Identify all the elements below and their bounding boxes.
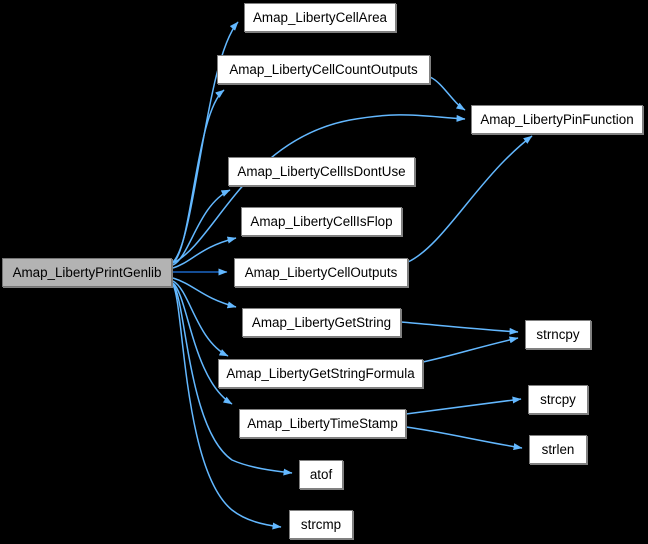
graph-node-label: Amap_LibertyCellArea bbox=[253, 9, 387, 25]
graph-edge-timestamp-to-strcpy bbox=[405, 396, 522, 415]
graph-edge-cellcountoutputs-to-pinfunction bbox=[429, 76, 466, 111]
graph-node-strcmp[interactable]: strcmp bbox=[289, 510, 353, 539]
graph-edge-root-to-strcmp bbox=[172, 284, 282, 530]
graph-node-cellcountoutputs[interactable]: Amap_LibertyCellCountOutputs bbox=[217, 55, 430, 84]
graph-node-label: Amap_LibertyCellIsFlop bbox=[250, 213, 393, 229]
graph-edge-root-to-getstringformula bbox=[172, 280, 229, 357]
graph-edge-getstring-to-strncpy bbox=[400, 321, 519, 335]
graph-edge-getstringformula-to-strncpy bbox=[422, 336, 519, 363]
graph-edge-celloutputs-to-pinfunction bbox=[407, 135, 533, 263]
graph-node-label: strncpy bbox=[536, 326, 580, 342]
graph-node-strcpy[interactable]: strcpy bbox=[528, 385, 588, 414]
graph-node-label: Amap_LibertyCellCountOutputs bbox=[229, 61, 418, 77]
graph-edge-timestamp-to-strlen bbox=[405, 426, 523, 451]
graph-node-getstringformula[interactable]: Amap_LibertyGetStringFormula bbox=[218, 359, 423, 388]
graph-edge-root-to-cellisflop bbox=[172, 236, 237, 269]
graph-node-strlen[interactable]: strlen bbox=[529, 435, 587, 464]
graph-node-label: atof bbox=[309, 466, 333, 482]
graph-node-strncpy[interactable]: strncpy bbox=[525, 320, 591, 349]
graph-node-cellisdontuse[interactable]: Amap_LibertyCellIsDontUse bbox=[228, 157, 415, 186]
graph-edge-root-to-atof bbox=[172, 283, 293, 476]
graph-node-cellarea[interactable]: Amap_LibertyCellArea bbox=[244, 3, 396, 32]
graph-node-label: Amap_LibertyPrintGenlib bbox=[12, 264, 162, 280]
graph-node-timestamp[interactable]: Amap_LibertyTimeStamp bbox=[239, 409, 406, 438]
graph-node-cellisflop[interactable]: Amap_LibertyCellIsFlop bbox=[241, 207, 402, 236]
graph-edge-root-to-cellcountoutputs bbox=[172, 89, 225, 264]
graph-edge-root-to-timestamp bbox=[172, 282, 233, 405]
graph-node-label: strcmp bbox=[300, 516, 342, 532]
graph-node-getstring[interactable]: Amap_LibertyGetString bbox=[242, 308, 401, 337]
graph-node-label: Amap_LibertyPinFunction bbox=[480, 111, 634, 127]
graph-node-pinfunction[interactable]: Amap_LibertyPinFunction bbox=[471, 105, 643, 134]
graph-edge-root-to-getstring bbox=[172, 277, 237, 309]
graph-node-label: Amap_LibertyCellOutputs bbox=[244, 264, 398, 280]
graph-node-label: Amap_LibertyGetString bbox=[251, 314, 392, 330]
graph-node-label: Amap_LibertyCellIsDontUse bbox=[237, 163, 406, 179]
graph-node-label: Amap_LibertyGetStringFormula bbox=[226, 365, 415, 381]
graph-node-label: Amap_LibertyTimeStamp bbox=[247, 415, 398, 431]
graph-node-atof[interactable]: atof bbox=[299, 460, 343, 489]
graph-node-label: strlen bbox=[541, 441, 575, 457]
graph-edge-root-to-cellisdontuse bbox=[172, 189, 231, 266]
graph-node-label: strcpy bbox=[540, 391, 576, 407]
graph-edge-root-to-pinfunction bbox=[172, 114, 466, 264]
graph-node-root[interactable]: Amap_LibertyPrintGenlib bbox=[2, 258, 172, 287]
graph-node-celloutputs[interactable]: Amap_LibertyCellOutputs bbox=[234, 258, 408, 287]
